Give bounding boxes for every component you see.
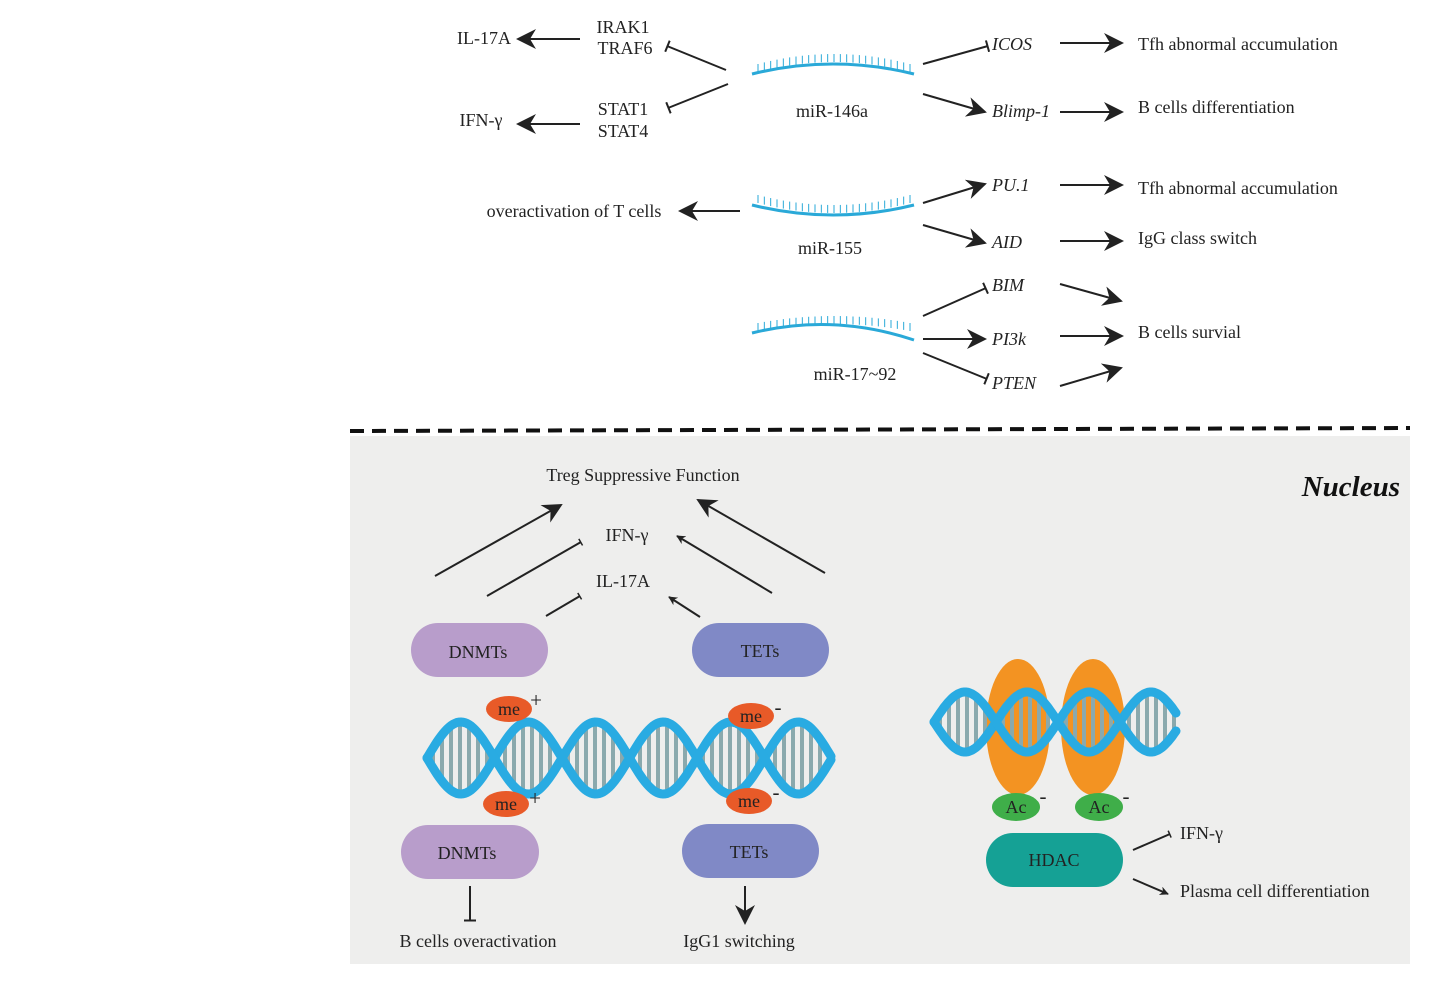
me-label: me bbox=[740, 706, 762, 726]
mir146a-group: miR-146a IRAK1 TRAF6 IL-17A STAT1 STAT4 … bbox=[457, 17, 1338, 141]
minus-sign: - bbox=[773, 780, 780, 804]
pten-effect-arrow bbox=[1059, 363, 1123, 387]
mir146a-inhibits-irak1 bbox=[664, 40, 727, 71]
mir1792-label: miR-17~92 bbox=[814, 364, 897, 384]
mir155-group: miR-155 overactivation of T cells PU.1 T… bbox=[487, 175, 1338, 258]
minus-sign: - bbox=[1123, 784, 1130, 808]
pten-label: PTEN bbox=[991, 373, 1037, 393]
section-divider bbox=[349, 426, 1411, 433]
mir155-to-pu1-arrow bbox=[922, 179, 987, 204]
tets-pill-bottom: TETs bbox=[682, 824, 819, 878]
dnmts-pill-top: DNMTs bbox=[411, 623, 548, 677]
me-label: me bbox=[498, 699, 520, 719]
dna-double-helix bbox=[422, 717, 836, 799]
igg-class-switch-label: IgG class switch bbox=[1138, 228, 1257, 248]
tets-to-il17a-arrow bbox=[668, 596, 701, 618]
nucleus-ifn-gamma-label: IFN-γ bbox=[606, 525, 649, 545]
stat4-label: STAT4 bbox=[598, 121, 649, 141]
t-cells-overactivation-label: overactivation of T cells bbox=[487, 201, 662, 221]
tets-pill-top: TETs bbox=[692, 623, 829, 677]
bim-effect-arrow bbox=[1059, 283, 1123, 306]
tets-top-label: TETs bbox=[741, 641, 780, 661]
mir155-to-aid-arrow bbox=[922, 224, 987, 248]
tfh-accumulation-label-1: Tfh abnormal accumulation bbox=[1138, 34, 1338, 54]
acetyl-group-right: Ac - bbox=[1075, 784, 1130, 821]
nucleus-panel: Nucleus Treg Suppressive Function IFN-γ … bbox=[350, 436, 1410, 964]
me-label: me bbox=[738, 791, 760, 811]
pu1-label: PU.1 bbox=[991, 175, 1030, 195]
hdac-label: HDAC bbox=[1028, 850, 1079, 870]
mir155-label: miR-155 bbox=[798, 238, 862, 258]
hdac-ifn-gamma-label: IFN-γ bbox=[1180, 823, 1223, 843]
mir146a-to-blimp1-arrow bbox=[922, 93, 987, 117]
dnmts-inhibits-ifn bbox=[486, 538, 584, 597]
plus-sign: + bbox=[530, 688, 542, 712]
methyl-group-top-left: me + bbox=[486, 688, 542, 722]
plasma-cell-differentiation-label: Plasma cell differentiation bbox=[1180, 881, 1370, 901]
methyl-group-bottom-left: me + bbox=[483, 786, 541, 817]
pi3k-label: PI3k bbox=[991, 329, 1027, 349]
icos-label: ICOS bbox=[991, 34, 1032, 54]
methyl-group-top-right: me - bbox=[728, 695, 782, 729]
mir146a-strand bbox=[751, 54, 915, 76]
aid-label: AID bbox=[991, 232, 1022, 252]
tets-to-treg-arrow bbox=[696, 499, 826, 574]
me-label: me bbox=[495, 794, 517, 814]
ifn-gamma-label: IFN-γ bbox=[460, 110, 503, 130]
ac-label: Ac bbox=[1006, 797, 1027, 817]
methyl-group-bottom-right: me - bbox=[726, 780, 780, 814]
tets-to-ifn-arrow bbox=[676, 535, 773, 594]
mir1792-inhibits-bim bbox=[922, 282, 989, 317]
mir1792-inhibits-pten bbox=[922, 352, 990, 385]
b-cells-survival-label: B cells survial bbox=[1138, 322, 1241, 342]
minus-sign: - bbox=[775, 695, 782, 719]
hdac-inhibits-ifn bbox=[1132, 830, 1172, 851]
nucleus-title: Nucleus bbox=[1301, 471, 1400, 503]
acetyl-group-left: Ac - bbox=[992, 784, 1047, 821]
mir155-strand bbox=[751, 195, 915, 217]
treg-function-label: Treg Suppressive Function bbox=[546, 465, 739, 485]
dna-strand-b bbox=[422, 717, 836, 799]
b-cells-overactivation-label: B cells overactivation bbox=[400, 931, 557, 951]
igg1-switching-label: IgG1 switching bbox=[683, 931, 795, 951]
dnmts-inhibits-il17a bbox=[545, 592, 583, 617]
mir1792-group: miR-17~92 BIM PI3k PTEN B cells survial bbox=[751, 275, 1241, 393]
b-cells-differentiation-label: B cells differentiation bbox=[1138, 97, 1295, 117]
irak1-label: IRAK1 bbox=[597, 17, 650, 37]
plus-sign: + bbox=[529, 786, 541, 810]
dnmts-to-treg-arrow bbox=[434, 504, 563, 577]
traf6-label: TRAF6 bbox=[597, 38, 652, 58]
mir146a-label: miR-146a bbox=[796, 101, 868, 121]
dnmts-top-label: DNMTs bbox=[449, 642, 508, 662]
dna-strand-b bbox=[929, 687, 1181, 757]
ac-label: Ac bbox=[1089, 797, 1110, 817]
nucleus-il17a-label: IL-17A bbox=[596, 571, 650, 591]
bim-label: BIM bbox=[992, 275, 1025, 295]
dna-strand-a bbox=[929, 687, 1181, 757]
stat1-label: STAT1 bbox=[598, 99, 649, 119]
mir1792-strand bbox=[751, 316, 915, 342]
minus-sign: - bbox=[1040, 784, 1047, 808]
dnmts-pill-bottom: DNMTs bbox=[401, 825, 539, 879]
hdac-pill: HDAC bbox=[986, 833, 1123, 887]
mir146a-inhibits-icos bbox=[922, 40, 991, 65]
mir146a-inhibits-stat bbox=[665, 83, 729, 114]
il17a-label: IL-17A bbox=[457, 28, 511, 48]
nucleosome-dna bbox=[929, 687, 1181, 757]
tets-bottom-label: TETs bbox=[730, 842, 769, 862]
hdac-to-plasma-arrow bbox=[1132, 878, 1169, 895]
blimp1-label: Blimp-1 bbox=[992, 101, 1050, 121]
dnmts-bottom-label: DNMTs bbox=[438, 843, 497, 863]
tfh-accumulation-label-2: Tfh abnormal accumulation bbox=[1138, 178, 1338, 198]
